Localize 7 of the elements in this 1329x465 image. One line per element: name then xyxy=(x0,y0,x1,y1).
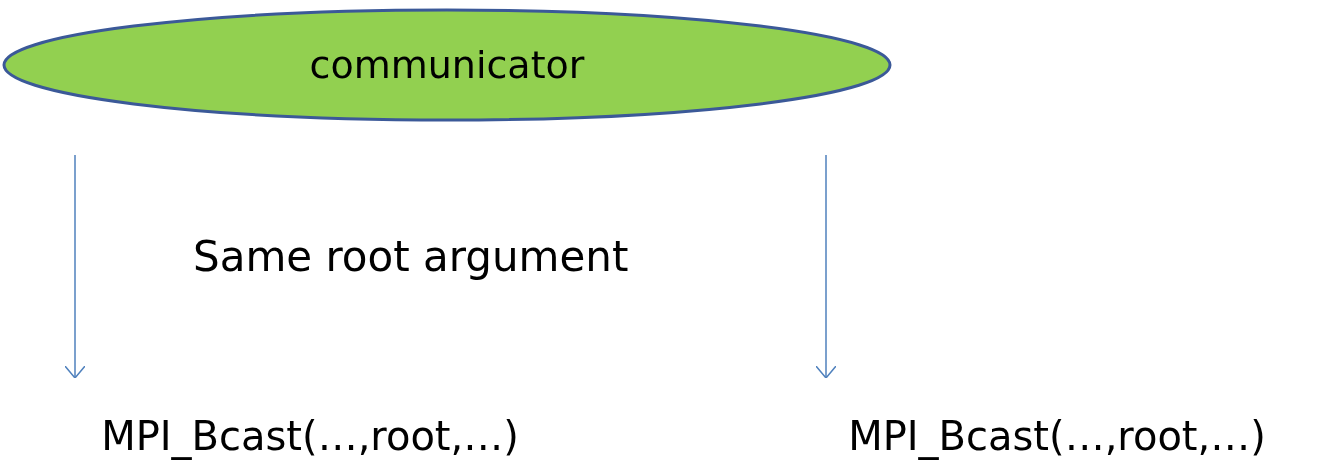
note-text: Same root argument xyxy=(193,232,629,281)
function-call-text: MPI_Bcast(…,root,…) xyxy=(785,408,1329,464)
function-call-text: MPI_Bcast(…,root,…) xyxy=(30,408,590,464)
arrow xyxy=(815,154,837,379)
node-label: communicator xyxy=(309,43,585,87)
arrow xyxy=(64,154,86,379)
ellipse-node xyxy=(2,8,892,122)
